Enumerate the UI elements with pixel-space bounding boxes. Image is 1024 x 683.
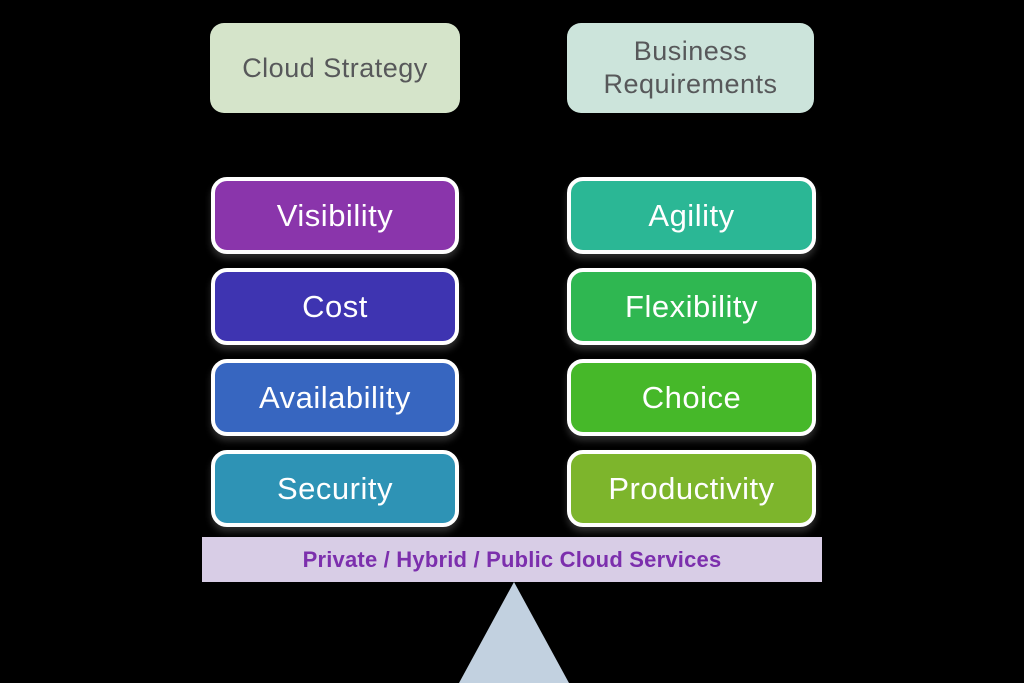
box-choice: Choice [567,359,816,436]
box-agility: Agility [567,177,816,254]
header-business-requirements: Business Requirements [567,23,814,113]
box-security: Security [211,450,459,527]
box-availability: Availability [211,359,459,436]
fulcrum-triangle [459,582,569,683]
header-cloud-strategy-label: Cloud Strategy [242,52,428,83]
box-cost-label: Cost [302,288,368,324]
box-availability-label: Availability [259,379,411,415]
box-flexibility: Flexibility [567,268,816,345]
box-security-label: Security [277,470,393,506]
box-agility-label: Agility [648,197,735,233]
cloud-services-beam-label: Private / Hybrid / Public Cloud Services [302,546,722,572]
box-visibility: Visibility [211,177,459,254]
box-flexibility-label: Flexibility [625,288,758,324]
box-choice-label: Choice [641,379,742,415]
header-cloud-strategy: Cloud Strategy [210,23,460,113]
business-requirements-column: Agility Flexibility Choice Productivity [567,177,816,527]
header-business-requirements-label: Business Requirements [603,36,778,99]
box-productivity-label: Productivity [608,470,775,506]
cloud-services-beam: Private / Hybrid / Public Cloud Services [202,537,822,582]
box-productivity: Productivity [567,450,816,527]
box-visibility-label: Visibility [276,197,394,233]
box-cost: Cost [211,268,459,345]
cloud-strategy-column: Visibility Cost Availability Security [211,177,459,527]
